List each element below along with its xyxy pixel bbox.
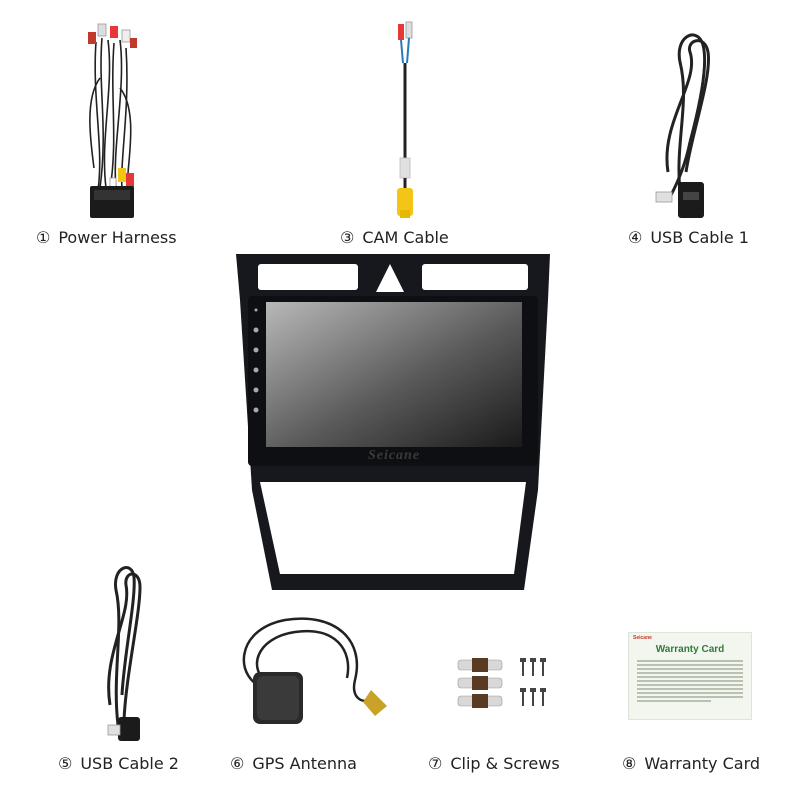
warranty-card-brand: Seicane [633, 635, 652, 641]
gps-antenna-image [225, 610, 395, 740]
cam-cable-image [380, 18, 430, 223]
item-caption-warranty-card: ⑧ Warranty Card [622, 754, 760, 773]
item-number: ④ [628, 228, 643, 247]
item-label: USB Cable 1 [650, 228, 749, 247]
warranty-card-image: Seicane Warranty Card [628, 632, 752, 720]
item-label: Clip & Screws [450, 754, 560, 773]
item-caption-power-harness: ① Power Harness [36, 228, 177, 247]
item-number: ⑧ [622, 754, 637, 773]
item-caption-gps-antenna: ⑥ GPS Antenna [230, 754, 357, 773]
power-harness-image [70, 18, 150, 228]
item-number: ⑥ [230, 754, 245, 773]
clip-screws-image [454, 654, 564, 714]
item-label: GPS Antenna [252, 754, 357, 773]
item-label: Warranty Card [644, 754, 761, 773]
usb-cable-2-image [88, 555, 158, 745]
warranty-card-title: Warranty Card [655, 644, 725, 655]
item-caption-usb-cable-2: ⑤ USB Cable 2 [58, 754, 179, 773]
head-unit-image: Seicane [234, 250, 552, 594]
item-label: USB Cable 2 [80, 754, 179, 773]
item-number: ① [36, 228, 51, 247]
item-label: CAM Cable [362, 228, 449, 247]
item-caption-usb-cable-1: ④ USB Cable 1 [628, 228, 749, 247]
head-unit-brand: Seicane [367, 448, 421, 463]
item-number: ⑦ [428, 754, 443, 773]
item-number: ⑤ [58, 754, 73, 773]
item-caption-cam-cable: ③ CAM Cable [340, 228, 449, 247]
usb-cable-1-image [620, 22, 730, 222]
item-label: Power Harness [58, 228, 177, 247]
warranty-card-text-lines [637, 660, 743, 704]
item-number: ③ [340, 228, 355, 247]
item-caption-clip-screws: ⑦ Clip & Screws [428, 754, 560, 773]
